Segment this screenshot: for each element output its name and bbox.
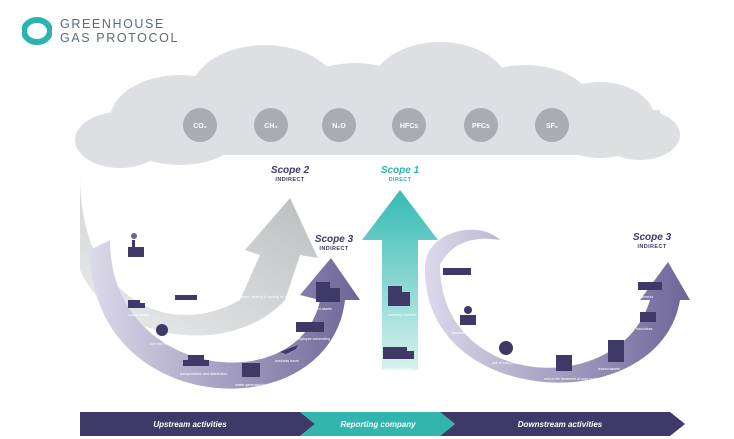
label-end-of-life: end-of-life treatment of sold products xyxy=(544,377,603,381)
label-processing: processing of sold products xyxy=(452,331,496,335)
upstream-icons xyxy=(128,233,340,377)
investment-icon xyxy=(638,282,662,290)
gas-sf6: SF₆ xyxy=(546,123,558,130)
company-labels: company facilities company vehicles xyxy=(384,313,417,371)
gas-n2o: N₂O xyxy=(332,123,346,130)
label-waste: waste generated in operations xyxy=(235,383,283,387)
label-upstream-transport: transportation and distribution xyxy=(180,372,227,376)
fuel-icon xyxy=(156,324,168,336)
scope3-downstream-title: Scope 3 xyxy=(633,232,672,243)
company-truck-icon xyxy=(383,347,414,359)
scope2-sub: INDIRECT xyxy=(275,177,304,183)
label-business-travel: business travel xyxy=(275,359,299,363)
franchise-icon xyxy=(640,312,656,322)
waste-bin-icon xyxy=(242,363,260,377)
label-fuel-energy: fuel and energy related activities xyxy=(150,342,202,346)
lightbulb-icon xyxy=(499,341,513,355)
transport-ship-icon xyxy=(443,268,471,275)
factory-icon xyxy=(128,233,144,257)
gas-circles: CO₂ CH₄ N₂O HFCs PFCs SF₆ xyxy=(183,108,569,142)
downstream-labels: transportation and distribution processi… xyxy=(443,281,653,381)
recycle-icon xyxy=(556,355,572,371)
gas-co2: CO₂ xyxy=(193,123,207,130)
scope3-downstream-sub: INDIRECT xyxy=(637,244,666,250)
label-upstream-leased: leased assets xyxy=(310,307,332,311)
label-downstream-leased: leased assets xyxy=(598,367,620,371)
scope1-sub: DIRECT xyxy=(389,177,412,183)
upstream-scope3-arrow xyxy=(90,240,360,389)
plane-icon xyxy=(280,345,298,354)
processing-factory-icon xyxy=(460,306,476,325)
bar-upstream-label: Upstream activities xyxy=(153,420,227,429)
label-franchises: franchises xyxy=(636,327,653,331)
gas-hfcs: HFCs xyxy=(400,123,418,130)
logo-ring-icon xyxy=(22,17,52,45)
scope2-arrow xyxy=(80,175,318,336)
ship-icon xyxy=(183,355,209,366)
label-company-facilities: company facilities xyxy=(388,313,417,317)
upstream-labels: purchased goods and services capital goo… xyxy=(128,263,332,387)
scope3-upstream-title: Scope 3 xyxy=(315,234,354,245)
label-use-of-products: use of sold products xyxy=(492,361,524,365)
cloud-band xyxy=(75,42,680,168)
truck-icon xyxy=(128,300,145,308)
label-capital-goods: capital goods xyxy=(128,313,149,317)
label-downstream-transport: transportation and distribution xyxy=(443,281,490,285)
bar-reporting-label: Reporting company xyxy=(340,420,416,429)
company-icons xyxy=(383,286,414,359)
scope1-title: Scope 1 xyxy=(381,165,420,176)
label-company-vehicles: company vehicles xyxy=(384,367,413,371)
building-icon xyxy=(316,282,340,302)
bus-icon xyxy=(296,322,324,332)
gas-ch4: CH₄ xyxy=(264,123,277,130)
scope3-upstream-sub: INDIRECT xyxy=(319,246,348,252)
downstream-icons xyxy=(443,268,662,371)
scope2-title: Scope 2 xyxy=(271,165,310,176)
activity-bar: Upstream activities Reporting company Do… xyxy=(80,412,685,436)
electricity-icon xyxy=(175,295,197,300)
logo-line-2: GAS PROTOCOL xyxy=(60,31,179,45)
label-investments: investments xyxy=(634,295,653,299)
company-building-icon xyxy=(388,286,410,306)
scope1-arrow xyxy=(362,190,438,370)
gas-pfcs: PFCs xyxy=(472,123,490,130)
ghg-protocol-logo: GREENHOUSE GAS PROTOCOL xyxy=(22,16,179,46)
bar-downstream-label: Downstream activities xyxy=(518,420,603,429)
logo-line-1: GREENHOUSE xyxy=(60,17,165,31)
label-purchased-electricity: purchased electricity, steam, heating & … xyxy=(205,295,298,299)
label-employee-commuting: employee commuting xyxy=(296,337,330,341)
office-building-icon xyxy=(608,340,624,362)
label-purchased-goods: purchased goods and services xyxy=(130,263,179,267)
